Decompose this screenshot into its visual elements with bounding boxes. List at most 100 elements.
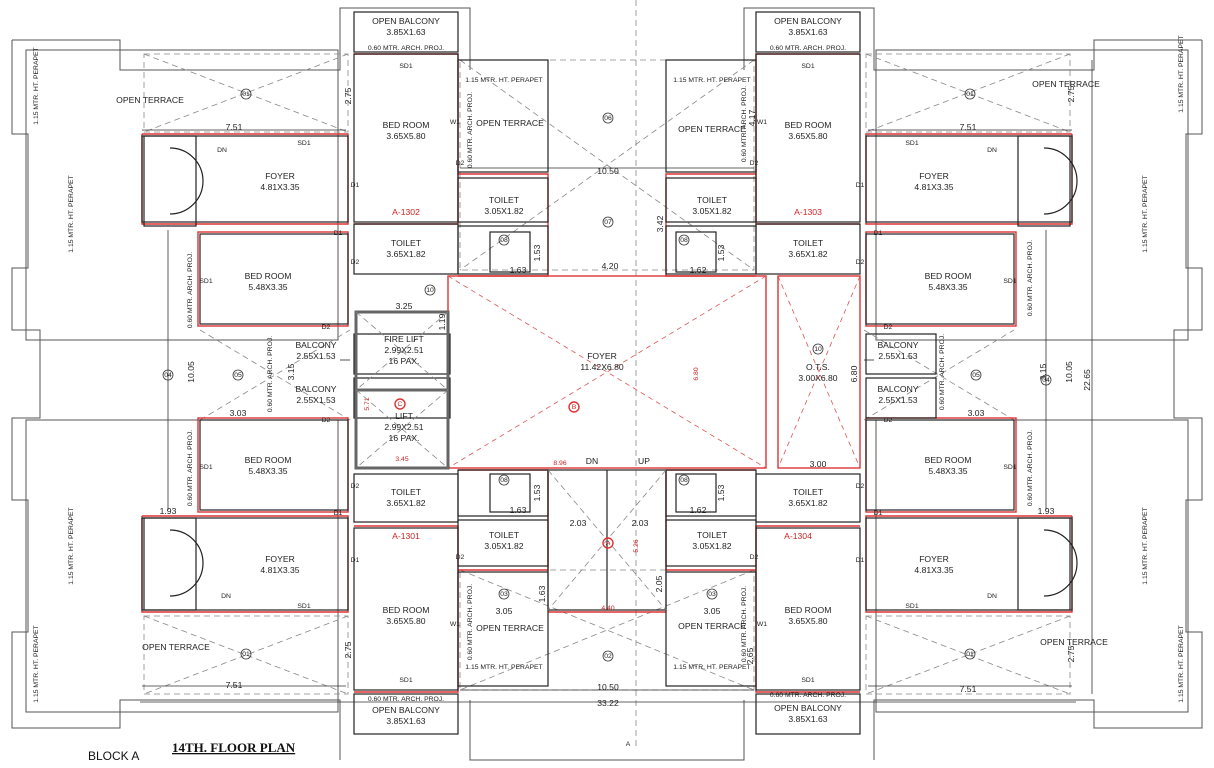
marker-10-b: 10 (814, 346, 822, 353)
marker-circle-2 (964, 88, 976, 100)
balcony-dim-r2: 2.55X1.53 (878, 395, 917, 405)
tag-d1-5: D1 (334, 230, 343, 237)
dim-119: 1.19 (437, 313, 447, 330)
tag-d2-4: D2 (856, 259, 865, 266)
dim-153-tl: 1.53 (532, 244, 542, 261)
open-balcony-label-bl: OPEN BALCONY (372, 705, 440, 715)
marker-circle-21 (568, 401, 580, 413)
marker-circle-3 (240, 648, 252, 660)
balcony-label-l1: BALCONY (295, 340, 336, 350)
dim-1005-left: 10.05 (186, 361, 196, 383)
section-mark-bottom: A (626, 741, 631, 748)
marker-04-a: 04 (164, 372, 172, 379)
dashed-slab-lines (143, 0, 1071, 750)
open-terrace-br: OPEN TERRACE (1040, 637, 1108, 647)
bedroom-large-dim-bl: 5.48X3.35 (248, 466, 287, 476)
bedroom-large-label-tl: BED ROOM (245, 271, 292, 281)
foyer-dim-bl: 4.81X3.35 (260, 565, 299, 575)
perapet-side-6: 1.15 MTR. HT. PERAPET (1142, 175, 1149, 252)
toilet-a-dim-tl: 3.05X1.82 (484, 206, 523, 216)
bedroom-dim-1302: 3.65X5.80 (386, 131, 425, 141)
dim-303-left: 3.03 (230, 408, 247, 418)
bedroom-dim-1301: 3.65X5.80 (386, 616, 425, 626)
outer-outline (11, 7, 1203, 761)
open-balcony-label-tl: OPEN BALCONY (372, 16, 440, 26)
bedroom-large-dim-br: 5.48X3.35 (928, 466, 967, 476)
unit-id-1304: A-1304 (784, 531, 812, 541)
toilet-b-label-tr: TOILET (793, 238, 824, 248)
marker-circle-16 (498, 474, 510, 486)
dim-896: 8.96 (553, 460, 566, 467)
arch-proj-side-9: 0.60 MTR. ARCH. PROJ. (741, 86, 748, 162)
arch-proj-side-1: 0.60 MTR. ARCH. PROJ. (187, 252, 194, 328)
dim-1050-bottom: 10.50 (597, 682, 619, 692)
arch-proj-side-10: 0.60 MTR. ARCH. PROJ. (741, 586, 748, 662)
tag-w1-4: W1 (757, 621, 767, 628)
tag-w1-3: W1 (450, 621, 460, 628)
dim-1050-top: 10.50 (597, 166, 619, 176)
arch-proj-tr: 0.60 MTR. ARCH. PROJ. (770, 45, 846, 52)
dim-275-tr: 2.75 (1066, 85, 1076, 102)
dim-680-red: 6.80 (693, 367, 700, 380)
marker-01-d: 01 (966, 651, 974, 658)
marker-08-b: 08 (680, 237, 688, 244)
tag-d2-10: D2 (856, 483, 865, 490)
open-terrace-bottom-left-small: OPEN TERRACE (476, 623, 544, 633)
tag-sd1-3: SD1 (399, 677, 412, 684)
dim-203-right: 2.03 (632, 518, 649, 528)
marker-08-c: 08 (500, 477, 508, 484)
marker-03-b: 03 (708, 591, 716, 598)
marker-02: 02 (604, 653, 612, 660)
tag-d1-8: D1 (874, 510, 883, 517)
ots-dim: 3.00X6.80 (798, 373, 837, 383)
bedroom-large-dim-tl: 5.48X3.35 (248, 282, 287, 292)
open-balcony-dim-tl: 3.85X1.63 (386, 27, 425, 37)
arch-proj-side-8: 0.60 MTR. ARCH. PROJ. (1027, 430, 1034, 506)
dim-275-bl: 2.75 (343, 641, 353, 658)
bedroom-dim-1303: 3.65X5.80 (788, 131, 827, 141)
marker-B: B (572, 404, 577, 411)
dim-571: 5.71 (364, 397, 371, 410)
marker-03-a: 03 (500, 591, 508, 598)
marker-circle-5 (602, 650, 614, 662)
bedroom-label-1303: BED ROOM (785, 120, 832, 130)
bedroom-label-1301: BED ROOM (383, 605, 430, 615)
marker-circle-6 (498, 588, 510, 600)
tag-d2-2: D2 (750, 160, 759, 167)
stair-dn-tr: DN (987, 147, 997, 154)
marker-circle-15 (678, 234, 690, 246)
marker-circle-4 (964, 648, 976, 660)
marker-06: 06 (604, 115, 612, 122)
marker-circle-20 (602, 537, 614, 549)
tag-d1-7: D1 (334, 510, 343, 517)
marker-01-c: 01 (242, 651, 250, 658)
tag-d1-3: D1 (351, 557, 360, 564)
tag-d1-1: D1 (351, 182, 360, 189)
arch-proj-side-6: 0.60 MTR. ARCH. PROJ. (1027, 240, 1034, 316)
stair-up-center: UP (638, 456, 650, 466)
open-balcony-label-tr: OPEN BALCONY (774, 16, 842, 26)
toilet-a-dim-tr: 3.05X1.82 (692, 206, 731, 216)
dim-300: 3.00 (810, 459, 827, 469)
dim-345: 3.45 (395, 456, 408, 463)
dim-162-t: 1.62 (690, 265, 707, 275)
main-foyer-dim: 11.42X6.80 (580, 362, 624, 372)
fire-lift-dim: 2.99X2.51 (384, 345, 423, 355)
stair-dn-center: DN (586, 456, 598, 466)
tag-w1-2: W1 (757, 119, 767, 126)
marker-C: C (398, 401, 403, 408)
open-terrace-tl: OPEN TERRACE (116, 95, 184, 105)
foyer-label-tl: FOYER (265, 171, 295, 181)
tag-d2-9: D2 (351, 483, 360, 490)
marker-circle-22 (394, 398, 406, 410)
dim-193-left: 1.93 (160, 506, 177, 516)
tag-sd1-2: SD1 (801, 63, 814, 70)
dim-751-tr: 7.51 (960, 122, 977, 132)
dim-303-right: 3.03 (968, 408, 985, 418)
perapet-side-8: 1.15 MTR. HT. PERAPET (1178, 625, 1185, 702)
toilet-b-dim-tr: 3.65X1.82 (788, 249, 827, 259)
arch-proj-br: 0.60 MTR. ARCH. PROJ. (770, 692, 846, 699)
unit-id-1301: A-1301 (392, 531, 420, 541)
